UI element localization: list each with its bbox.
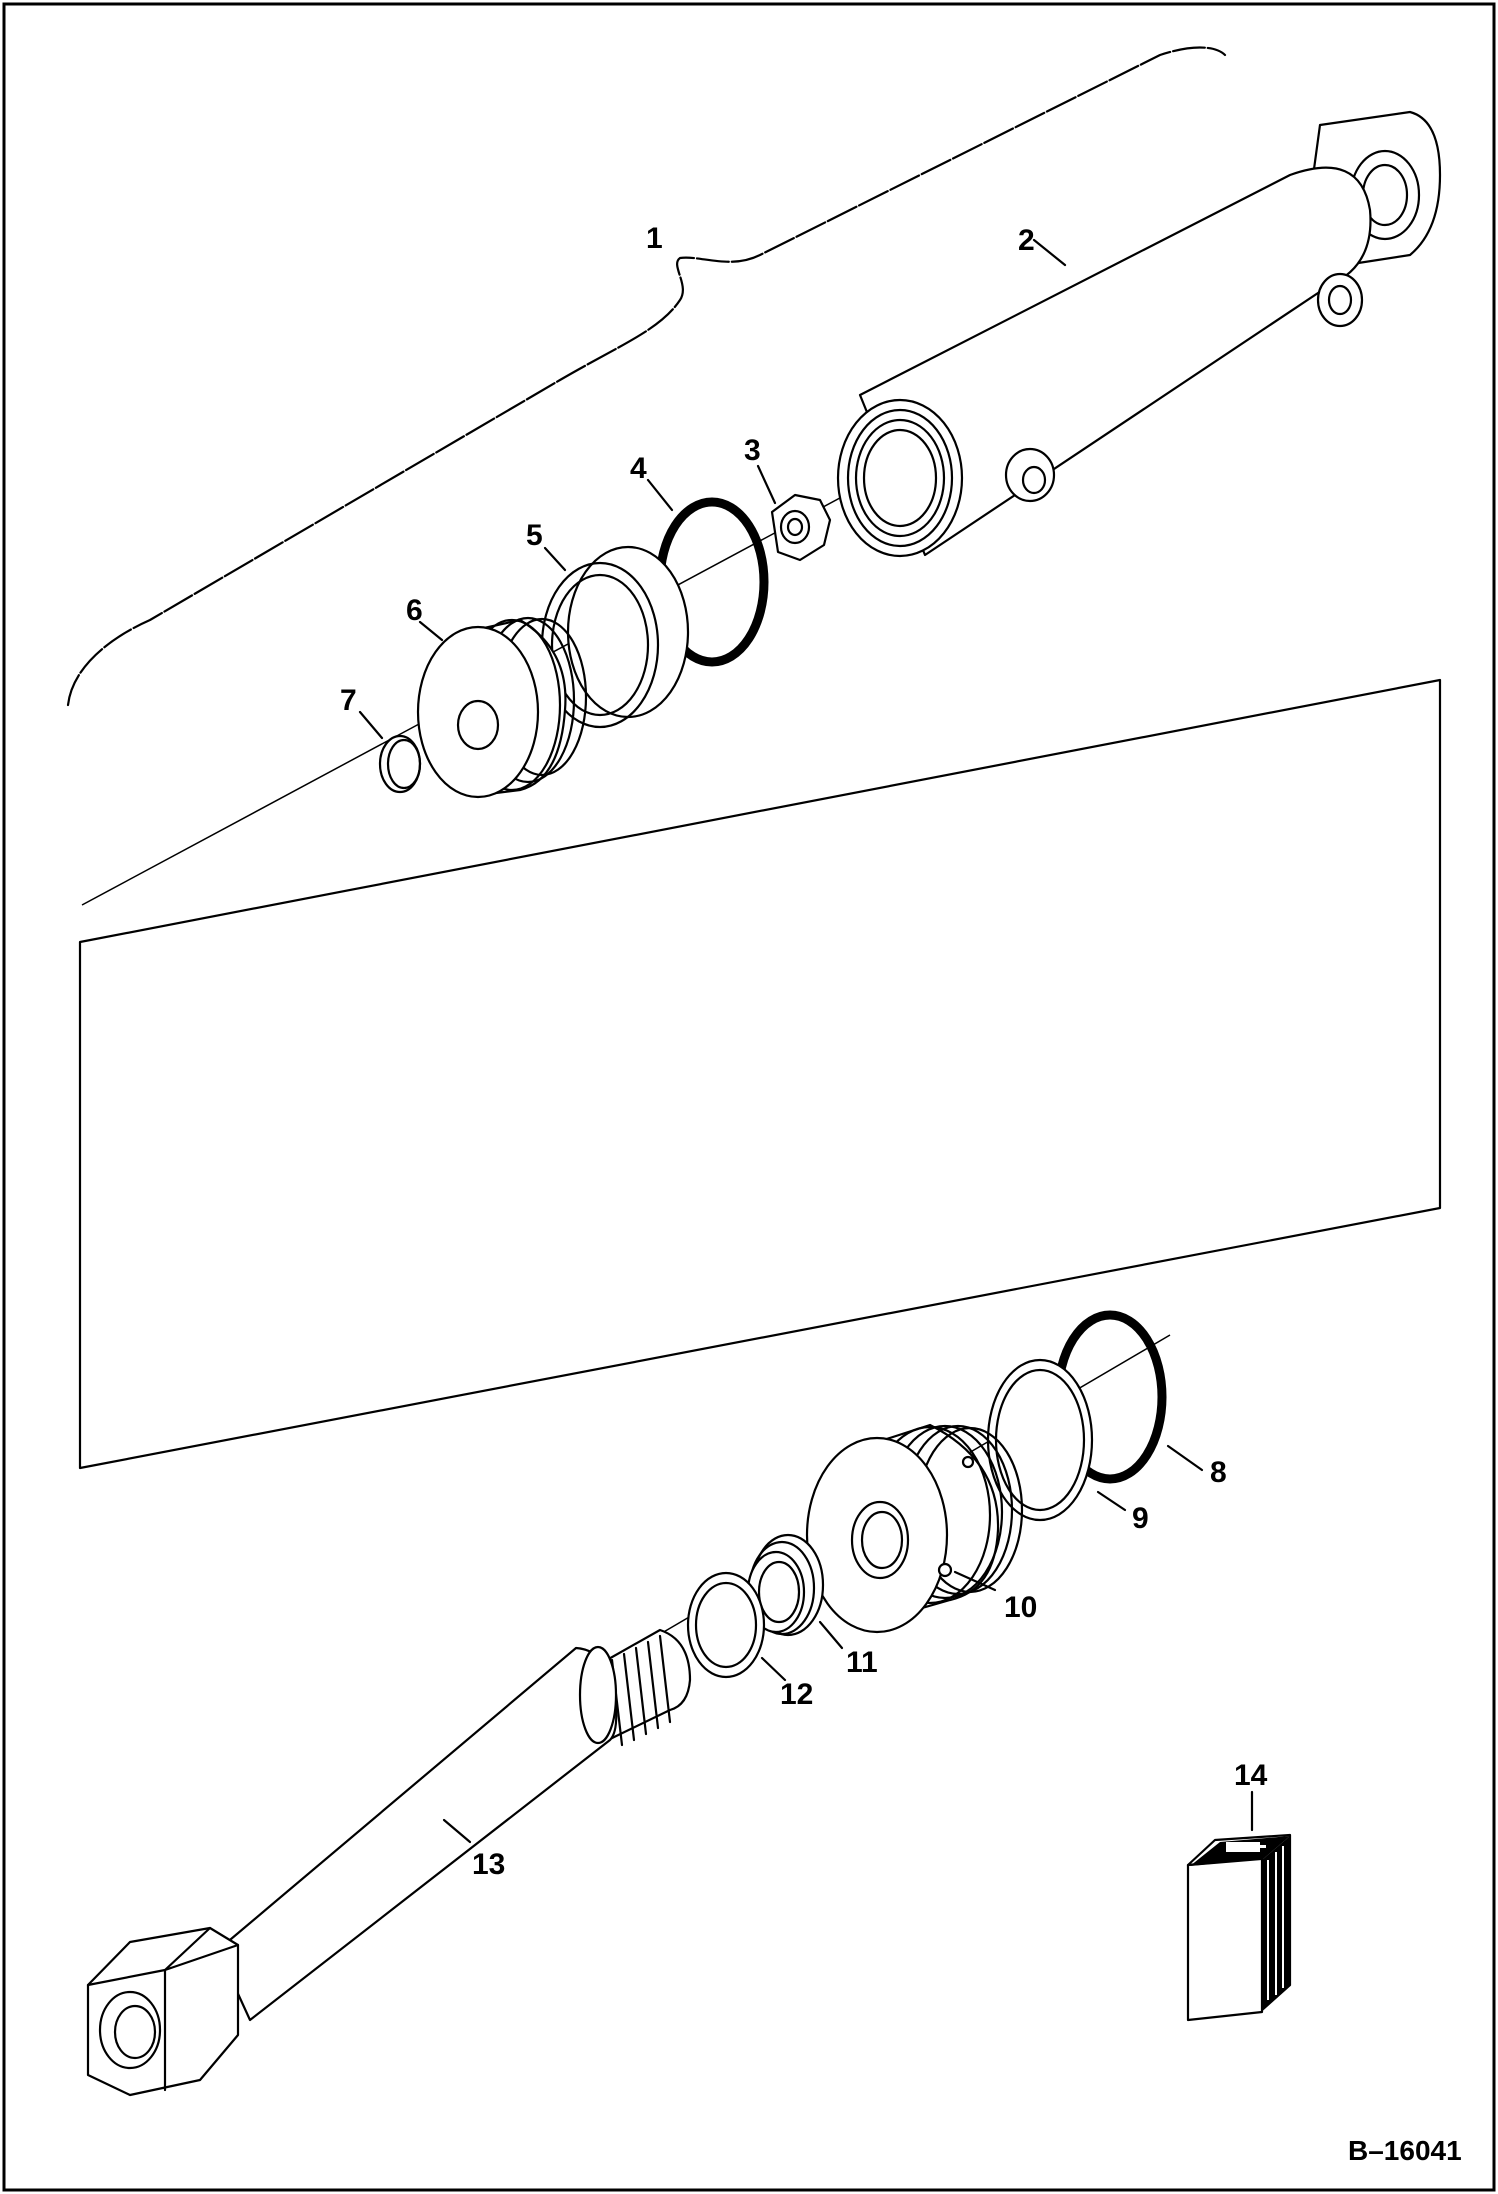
callout-12: 12 (780, 1678, 813, 1711)
backup-ring (986, 1358, 1094, 1522)
callout-5: 5 (526, 519, 543, 552)
wear-ring (540, 545, 690, 729)
rod-o-ring (378, 734, 422, 794)
callout-9: 9 (1132, 1502, 1149, 1535)
section-plane (78, 678, 1442, 1470)
callout-7: 7 (340, 684, 357, 717)
callout-3: 3 (744, 434, 761, 467)
callout-14: 14 (1234, 1759, 1268, 1792)
rod-wiper (686, 1571, 766, 1679)
castle-nut (770, 493, 832, 562)
cylinder-barrel (836, 110, 1442, 558)
callout-2: 2 (1018, 224, 1035, 257)
kit-brace (66, 46, 1227, 707)
callout-8: 8 (1210, 1456, 1227, 1489)
callout-11: 11 (846, 1646, 878, 1679)
piston-rod (86, 1628, 692, 2097)
seal-kit-package (1186, 1833, 1292, 2022)
piston (416, 616, 588, 799)
callout-4: 4 (630, 452, 647, 485)
callout-1: 1 (646, 222, 663, 255)
callout-13: 13 (472, 1848, 505, 1881)
callout-10: 10 (1004, 1591, 1037, 1624)
cylinder-head (805, 1423, 1024, 1634)
leader-lines (358, 238, 1254, 1844)
figure-id: B–16041 (1348, 2135, 1462, 2166)
callout-6: 6 (406, 594, 423, 627)
